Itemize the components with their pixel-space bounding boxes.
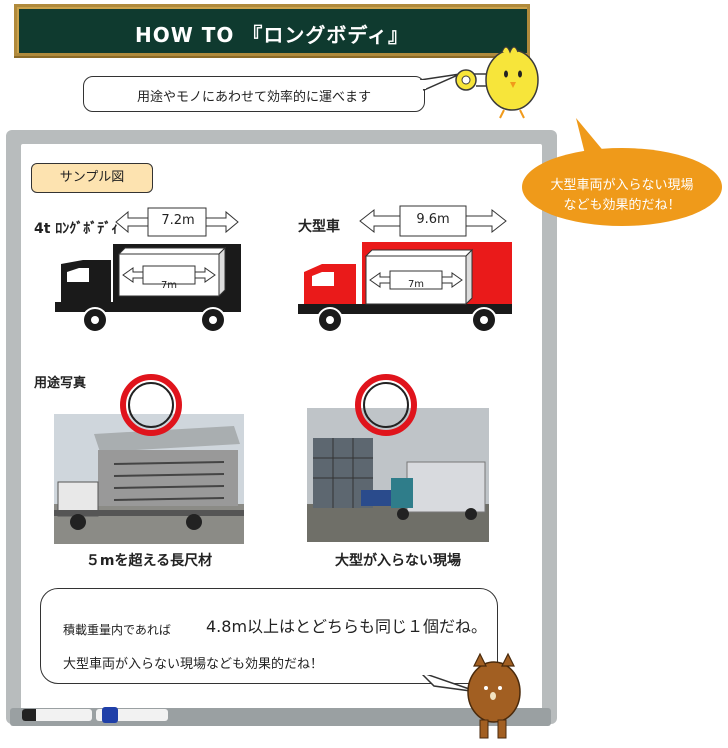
orange-bubble-line1: 大型車両が入らない現場 [550, 178, 694, 193]
title-board: HOW TO 『ロングボディ』 [14, 4, 530, 56]
truck-4t-label: 4t ﾛﾝｸﾞﾎﾞﾃﾞｨ [34, 221, 119, 237]
orange-bubble-tail-icon [576, 118, 606, 158]
speech-tail-icon [420, 73, 460, 92]
black-marker-icon [22, 709, 92, 721]
summary-line2: 大型車両が入らない現場なども効果的だね！ [63, 657, 324, 672]
page-title: HOW TO 『ロングボディ』 [135, 23, 409, 47]
double-arrow-icon [359, 205, 507, 237]
truck-4t-inner-length: 7m [160, 280, 178, 291]
brown-mascot-icon [467, 652, 521, 739]
orange-bubble-line2: なども効果的だね！ [563, 198, 681, 213]
orange-speech-bubble: 大型車両が入らない現場 なども効果的だね！ [522, 148, 722, 226]
usage-photos-heading: 用途写真 [34, 376, 87, 391]
photo-caption-narrow-site: 大型が入らない現場 [335, 553, 461, 569]
ok-circle-icon [120, 374, 182, 436]
truck-large-illustration-icon [298, 242, 512, 333]
intro-speech-bubble: 用途やモノにあわせて効率的に運べます [83, 76, 425, 112]
speech-tail-icon [420, 672, 479, 693]
blue-marker-icon [96, 707, 168, 723]
truck-large-label: 大型車 [298, 219, 340, 235]
chick-mascot-icon [455, 46, 539, 119]
intro-text: 用途やモノにあわせて効率的に運べます [136, 90, 371, 105]
summary-main: 4.8m以上はとどちらも同じ１個だね。 [206, 617, 488, 636]
ok-circle-icon [355, 374, 417, 436]
summary-speech-bubble: 積載重量内であれば 4.8m以上はとどちらも同じ１個だね。 大型車両が入らない現… [40, 588, 498, 684]
truck-large-inner-length: 7m [407, 279, 425, 290]
truck-4t-outer-length: 7.2m [161, 213, 195, 228]
truck-large-outer-length: 9.6m [416, 212, 450, 227]
truck-4t-illustration-icon [55, 244, 241, 333]
summary-prefix: 積載重量内であれば [63, 623, 171, 637]
photo-caption-long-material: ５mを超える長尺材 [85, 553, 213, 569]
double-arrow-icon [115, 207, 239, 237]
sample-diagram-label: サンプル図 [31, 163, 153, 193]
